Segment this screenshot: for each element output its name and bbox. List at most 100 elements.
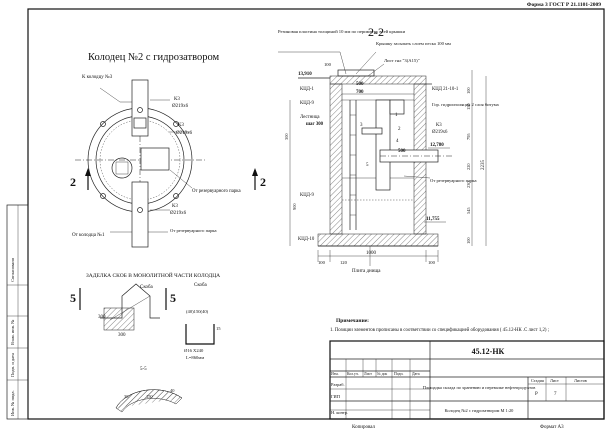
stamp-sheet-name: Колодец №2 с гидрозатвором М 1:20 (445, 408, 515, 413)
plan-title: Колодец №2 с гидрозатвором (88, 52, 220, 63)
pos5: 5 (366, 163, 369, 168)
sec-k3: К3 (436, 123, 442, 128)
d100l: 100 (318, 260, 326, 265)
lid-note: Крышку засыпать слоем песка 100 мм (376, 41, 451, 46)
v300: 300 (284, 133, 289, 140)
strip-label-2: Подп. и дата (10, 353, 15, 377)
stamp-list: Лист (550, 378, 559, 383)
hydro: Гор. гидроизоляция 2 слоя битума (432, 102, 499, 107)
detail-300a: 300 (98, 315, 106, 320)
detail-d30: 30 (124, 394, 129, 399)
stamp-col-0: Изм. (331, 372, 339, 376)
pos3: 3 (360, 123, 363, 128)
plan-k3-right: К3 (178, 123, 184, 128)
sec-dk3: Ø219х6 (432, 130, 448, 135)
section-title: 2-2 (368, 25, 384, 39)
detail-d150: 150 (146, 394, 153, 399)
detail-sec-a: 5 (70, 291, 76, 305)
strip-label-1: Взам. инв. № (10, 320, 15, 345)
detail-d15: 15 (216, 326, 221, 331)
detail-view: ЗАДЕЛКА СКОБ В МОНОЛИТНОЙ ЧАСТИ КОЛОДЦА … (70, 271, 221, 413)
v220: 220 (466, 163, 471, 170)
form-label: Форма 3 ГОСТ Р 21.1101-2009 (527, 2, 602, 8)
strip-label-3: Инв. № подл. (10, 390, 15, 416)
d100r: 100 (428, 260, 436, 265)
kcd9b: КЦД-9 (300, 193, 315, 198)
plan-d-bottom: Ø219х6 (170, 211, 187, 216)
plan-d-top: Ø219х6 (172, 104, 189, 109)
detail-d40: (40)150(40) (186, 309, 209, 314)
d700: 700 (356, 90, 364, 95)
detail-L: L=860мм (186, 355, 204, 360)
v100b: 100 (466, 237, 471, 244)
pos4: 4 (396, 139, 399, 144)
detail-d16: Ø16 Х240 (184, 348, 204, 353)
detail-skoba1: Скоба (140, 285, 154, 290)
v545: 545 (466, 207, 471, 214)
stamp-col-4: Подп. (394, 372, 403, 376)
stamp-object: Площадка склада по хранению и перевалке … (423, 385, 536, 390)
kcd1: КЦД-1 (300, 87, 315, 92)
level-top: 13,910 (298, 72, 312, 77)
sheet-note: Лист гнл "3(А15)" (384, 58, 420, 63)
plan-section-right: 2 (260, 175, 266, 189)
stamp-stadia: Стадия (531, 378, 544, 383)
stamp-listov: Листов (574, 378, 587, 383)
step: шаг 300 (306, 122, 324, 127)
stamp-col-1: Кол.уч. (347, 372, 359, 376)
detail-300b: 300 (118, 333, 126, 338)
sheet-frame (27, 8, 605, 420)
v230: 230 (466, 181, 471, 188)
d2235: 2235 (481, 160, 486, 171)
plan-k3-top: К3 (174, 97, 180, 102)
v900: 900 (292, 203, 297, 210)
v795: 795 (466, 133, 471, 140)
stamp-gip: ГИП (331, 394, 341, 399)
base-plate: Плита днища (352, 269, 381, 274)
v150: 150 (466, 103, 471, 110)
plan-from-tank-right: От резервуарного парка (192, 189, 241, 194)
from-tank: От резервуарного парка (430, 178, 477, 183)
detail-section55: 5-5 (140, 367, 147, 372)
d120: 120 (340, 260, 348, 265)
stamp-col-3: № док (377, 372, 387, 376)
ladder: Лестница (300, 115, 320, 120)
d100top: 100 (324, 62, 332, 67)
detail-sec-b: 5 (170, 291, 176, 305)
d500b: 500 (398, 149, 406, 154)
level-mid: 12,780 (430, 143, 444, 148)
format-label: Формат А3 (540, 425, 564, 430)
plan-view: Колодец №2 с гидрозатвором К колодцу №3 … (70, 52, 266, 248)
pos1: 1 (395, 113, 398, 118)
left-strip: Согласовано Взам. инв. № Подп. и дата Ин… (6, 204, 29, 420)
detail-skoba2: Скоба (194, 283, 208, 288)
stamp-stadia-val: Р (535, 392, 538, 397)
pos2: 2 (398, 127, 401, 132)
rubber-note: Резиновая пластина толщиной 10 мм по пер… (278, 29, 406, 34)
stamp-nkontr: Н. контр. (331, 410, 348, 415)
level-bot: 11,755 (426, 217, 440, 222)
plan-to-well: К колодцу №3 (82, 74, 113, 80)
note-title: Примечание: (336, 318, 369, 324)
title-block: 45.12-НК Изм. Кол.уч. Лист № док Подп. Д… (329, 340, 605, 420)
strip-label-0: Согласовано (10, 257, 15, 282)
section-view: 2-2 Резиновая пластина толщиной 10 мм по… (278, 25, 499, 274)
plan-section-left: 2 (70, 175, 76, 189)
stamp-razrab: Разраб. (331, 382, 345, 387)
detail-title: ЗАДЕЛКА СКОБ В МОНОЛИТНОЙ ЧАСТИ КОЛОДЦА (86, 271, 220, 279)
v100a: 100 (466, 87, 471, 94)
d1000: 1000 (366, 251, 377, 256)
stamp-col-5: Дата (412, 372, 420, 376)
plan-k3-bottom: К3 (172, 204, 178, 209)
kcd10: КЦД-10 (298, 237, 315, 242)
copied-label: Копировал (352, 425, 375, 430)
plan-from-tank-bottom: От резервуарного парка (170, 228, 217, 233)
plan-d-right: Ø219х6 (176, 131, 193, 136)
d500a: 500 (356, 82, 364, 87)
stamp-list-val: 7 (554, 392, 557, 397)
stamp-col-2: Лист (364, 372, 372, 376)
kcd9a: КЦД-9 (300, 101, 315, 106)
stamp-code: 45.12-НК (472, 347, 505, 356)
detail-d40b: 40 (170, 388, 175, 393)
